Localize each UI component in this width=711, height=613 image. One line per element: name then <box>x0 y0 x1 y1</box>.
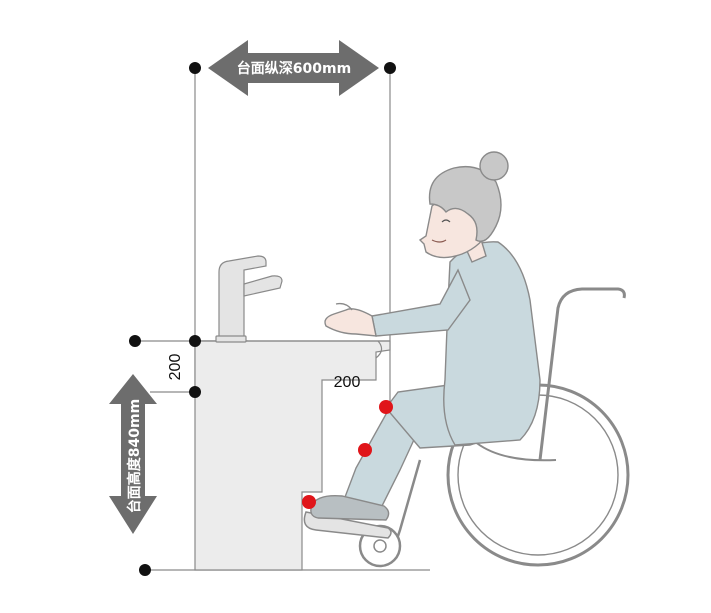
person-torso <box>443 241 541 446</box>
reference-dot-mid <box>189 386 201 398</box>
reference-dot-counter-outer <box>129 335 141 347</box>
reference-dot-top-right <box>384 62 396 74</box>
elderly-person-icon <box>310 151 541 521</box>
depth-dimension-arrow: 台面纵深600mm <box>208 40 379 96</box>
reference-dot-floor <box>139 564 151 576</box>
reference-points <box>129 62 396 576</box>
person-shoe <box>310 495 390 521</box>
basin-lip <box>375 340 383 359</box>
depth-dimension-label: 台面纵深600mm <box>237 60 351 77</box>
counter-body <box>194 340 391 571</box>
height-dimension-arrow: 台面高度840mm <box>109 374 157 534</box>
knee-depth-dimension-label: 200 <box>334 374 361 391</box>
clearance-marker-shin <box>358 443 372 457</box>
reference-dot-counter-inner <box>189 335 201 347</box>
wheelchair-push-handle <box>538 287 626 461</box>
top-gap-dimension-label: 200 <box>167 354 184 381</box>
clearance-markers <box>302 400 393 509</box>
person-hair-bun <box>479 151 509 181</box>
clearance-marker-knee <box>379 400 393 414</box>
person-hair <box>428 165 502 243</box>
height-dimension-label: 台面高度840mm <box>126 399 143 513</box>
person-hand <box>324 308 377 337</box>
clearance-marker-toe <box>302 495 316 509</box>
wheelchair-caster-hub <box>373 539 387 553</box>
faucet-icon <box>215 255 283 343</box>
reference-dot-top-left <box>189 62 201 74</box>
